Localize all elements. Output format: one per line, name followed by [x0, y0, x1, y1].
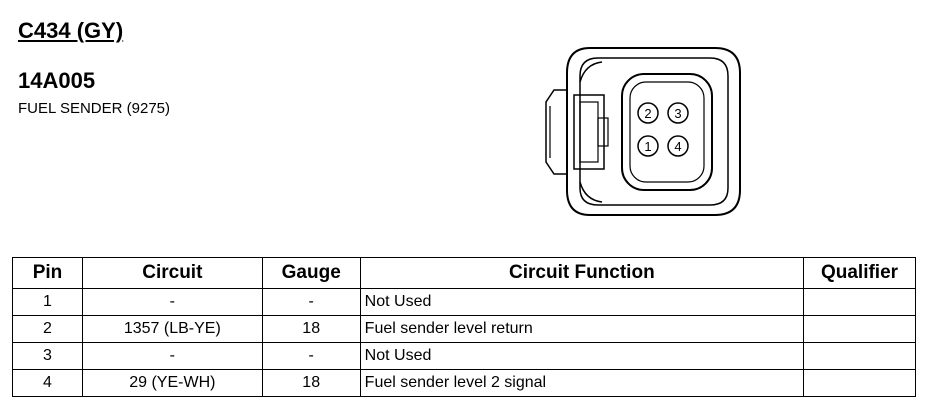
cell-gauge: 18	[261, 369, 361, 397]
pin-label: 3	[674, 106, 681, 121]
connector-id: C434 (GY)	[18, 18, 124, 43]
pin-4: 4	[667, 135, 689, 157]
cell-circuit: -	[81, 288, 263, 316]
part-description: FUEL SENDER (9275)	[18, 100, 170, 117]
pin-cavity-block	[621, 73, 713, 191]
cell-circuit: 29 (YE-WH)	[81, 369, 263, 397]
pin-label: 1	[644, 139, 651, 154]
cell-circuit: 1357 (LB-YE)	[81, 315, 263, 343]
table-row: 1 - - Not Used	[12, 288, 916, 316]
cell-pin: 2	[12, 315, 83, 343]
table-row: 3 - - Not Used	[12, 342, 916, 370]
header-pin: Pin	[12, 257, 83, 289]
cell-qualifier	[803, 342, 916, 370]
locking-latch	[545, 89, 609, 175]
cell-qualifier	[803, 315, 916, 343]
table-header-row: Pin Circuit Gauge Circuit Function Quali…	[12, 257, 916, 289]
header-circuit: Circuit	[81, 257, 263, 289]
cell-pin: 4	[12, 369, 83, 397]
cell-pin: 1	[12, 288, 83, 316]
pin-3: 3	[667, 102, 689, 124]
header-circuit-function: Circuit Function	[359, 257, 805, 289]
table-row: 4 29 (YE-WH) 18 Fuel sender level 2 sign…	[12, 369, 916, 397]
pin-label: 4	[674, 139, 681, 154]
cell-gauge: -	[261, 342, 361, 370]
cell-function: Fuel sender level 2 signal	[359, 369, 805, 397]
cell-gauge: -	[261, 288, 361, 316]
connector-inner-shell	[579, 57, 729, 206]
cell-function: Fuel sender level return	[359, 315, 805, 343]
pinout-table: Pin Circuit Gauge Circuit Function Quali…	[12, 257, 916, 397]
cell-function: Not Used	[359, 288, 805, 316]
cell-gauge: 18	[261, 315, 361, 343]
cell-circuit: -	[81, 342, 263, 370]
pin-1: 1	[637, 135, 659, 157]
header-qualifier: Qualifier	[803, 257, 916, 289]
part-number: 14A005	[18, 68, 96, 93]
table-row: 2 1357 (LB-YE) 18 Fuel sender level retu…	[12, 315, 916, 343]
cell-pin: 3	[12, 342, 83, 370]
header-gauge: Gauge	[261, 257, 361, 289]
pin-label: 2	[644, 106, 651, 121]
connector-face-diagram: 2 3 1 4	[545, 47, 741, 216]
pin-2: 2	[637, 102, 659, 124]
cell-qualifier	[803, 369, 916, 397]
cell-qualifier	[803, 288, 916, 316]
cell-function: Not Used	[359, 342, 805, 370]
connector-outer-shell	[566, 47, 741, 216]
